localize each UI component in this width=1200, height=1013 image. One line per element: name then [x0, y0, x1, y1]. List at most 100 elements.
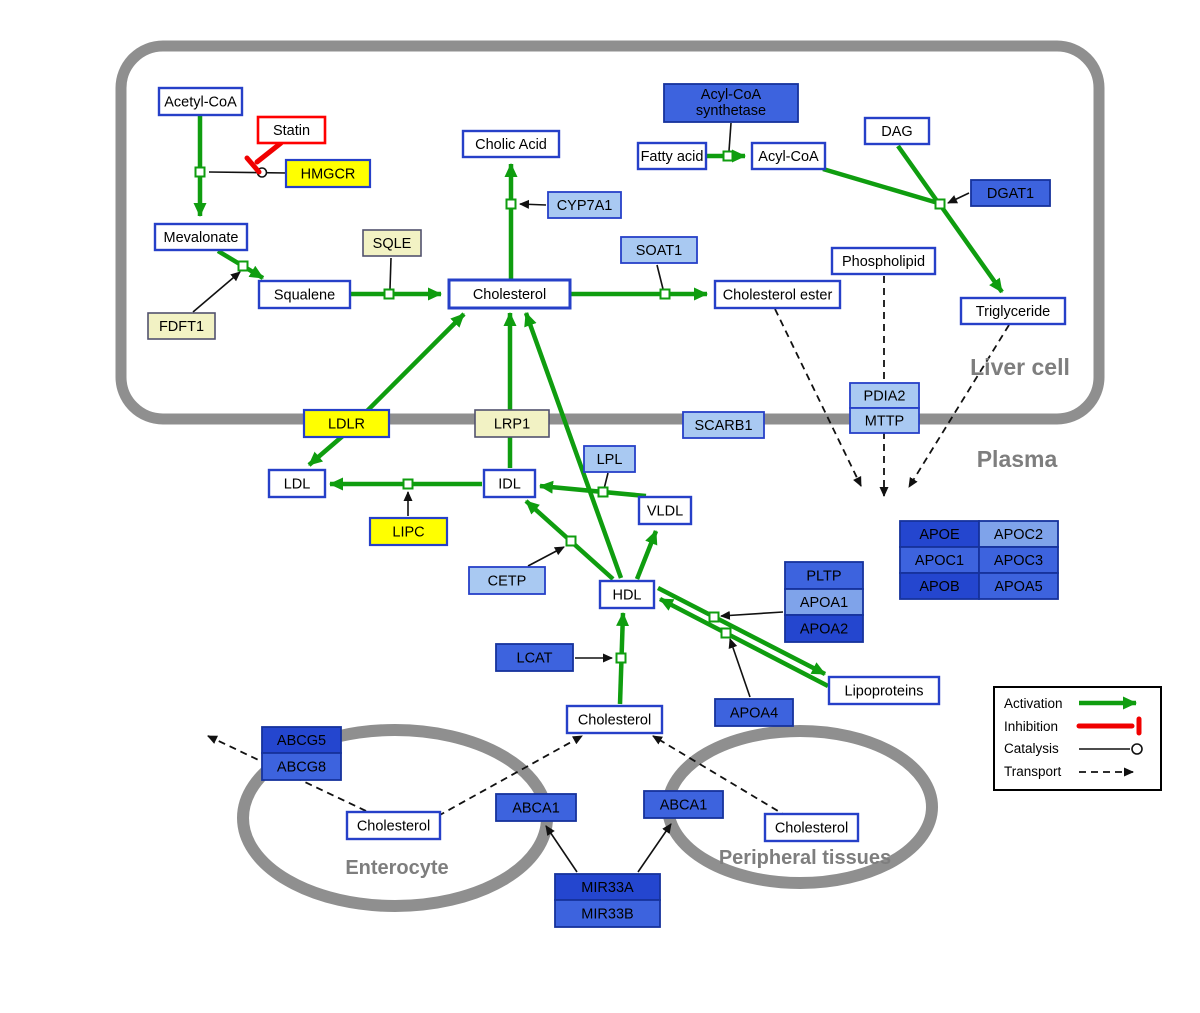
label: APOB — [919, 579, 959, 595]
label: Cholesterol — [473, 287, 546, 303]
label-line1: Acyl-CoA — [701, 87, 762, 103]
node-acyl-coa2[interactable]: Acyl-CoA — [750, 141, 827, 171]
edge-sqle-catalysis — [389, 257, 392, 290]
legend-catalysis-circle — [1131, 743, 1143, 755]
node-mir33a[interactable]: MIR33A — [554, 873, 661, 901]
edge-apoa-stack-catalysis — [720, 610, 784, 620]
box — [565, 704, 664, 735]
box — [495, 643, 574, 672]
node-ldlr[interactable]: LDLR — [302, 408, 391, 439]
node-apoe[interactable]: APOE — [899, 520, 980, 548]
node-apoa2[interactable]: APOA2 — [784, 614, 864, 643]
node-cyp7a1[interactable]: CYP7A1 — [547, 191, 622, 219]
edge-statin-inhibition — [254, 140, 284, 165]
node-statin[interactable]: Statin — [256, 115, 327, 145]
box — [849, 407, 920, 434]
node-lipoproteins[interactable]: Lipoproteins — [827, 675, 941, 706]
box — [899, 572, 980, 600]
node-abcg8[interactable]: ABCG8 — [261, 752, 342, 781]
node-abcg5[interactable]: ABCG5 — [261, 726, 342, 754]
edge-cyp7a1-catalysis — [519, 199, 547, 209]
node-hdl[interactable]: HDL — [598, 579, 656, 610]
node-cholesterol-enterocyte[interactable]: Cholesterol — [345, 810, 442, 841]
node-lpl[interactable]: LPL — [583, 445, 636, 473]
legend-inhibition-label: Inhibition — [1004, 719, 1058, 734]
label: LDLR — [328, 417, 365, 433]
node-lipc[interactable]: LIPC — [368, 516, 449, 547]
node-pdia2[interactable]: PDIA2 — [849, 382, 920, 409]
legend-activation-label: Activation — [1004, 696, 1063, 711]
label: APOA5 — [994, 579, 1042, 595]
node-fatty-acid[interactable]: Fatty acid — [636, 141, 708, 171]
box — [447, 278, 572, 310]
node-scarb1[interactable]: SCARB1 — [682, 411, 765, 439]
legend-transport-label: Transport — [1004, 764, 1062, 779]
box — [495, 793, 577, 822]
activation-edges — [193, 115, 1004, 705]
box — [620, 236, 698, 264]
node-cholesterol-liver[interactable]: Cholesterol — [447, 278, 572, 310]
box — [147, 312, 216, 340]
label: MIR33A — [581, 880, 634, 896]
node-abca1-peripheral[interactable]: ABCA1 — [643, 790, 724, 819]
node-apoa1[interactable]: APOA1 — [784, 588, 864, 616]
node-phospholipid[interactable]: Phospholipid — [830, 246, 937, 276]
node-pltp[interactable]: PLTP — [784, 561, 864, 590]
node-acetyl-coa[interactable]: Acetyl-CoA — [157, 86, 244, 117]
node-soat1[interactable]: SOAT1 — [620, 236, 698, 264]
edge-fdft1-catalysis — [192, 271, 241, 313]
label: LRP1 — [494, 417, 530, 433]
node-mevalonate[interactable]: Mevalonate — [153, 222, 249, 252]
label: APOC1 — [915, 553, 964, 569]
node-ldl[interactable]: LDL — [267, 468, 327, 499]
box — [583, 445, 636, 473]
box — [750, 141, 827, 171]
node-apob[interactable]: APOB — [899, 572, 980, 600]
box — [153, 222, 249, 252]
node-triglyceride[interactable]: Triglyceride — [959, 296, 1067, 326]
node-apoc1[interactable]: APOC1 — [899, 546, 980, 574]
label: IDL — [498, 477, 521, 493]
node-cetp[interactable]: CETP — [468, 566, 546, 595]
box — [547, 191, 622, 219]
node-fdft1[interactable]: FDFT1 — [147, 312, 216, 340]
node-hmgcr[interactable]: HMGCR — [284, 158, 372, 189]
label: APOC3 — [994, 553, 1043, 569]
label: Lipoproteins — [845, 684, 924, 700]
junction — [659, 288, 671, 300]
reaction-junctions — [194, 150, 946, 664]
edge-vldl-idl — [539, 480, 647, 499]
node-squalene[interactable]: Squalene — [257, 279, 352, 310]
node-apoa5[interactable]: APOA5 — [978, 572, 1059, 600]
box — [482, 468, 537, 499]
box — [362, 229, 422, 257]
node-idl[interactable]: IDL — [482, 468, 537, 499]
edge-apoa4-catalysis — [728, 638, 751, 698]
edge-hdl-lipoproteins — [656, 585, 827, 677]
node-apoa4[interactable]: APOA4 — [714, 698, 794, 727]
node-mir33b[interactable]: MIR33B — [554, 899, 661, 928]
node-cholesterol-plasma[interactable]: Cholesterol — [565, 704, 664, 735]
node-lrp1[interactable]: LRP1 — [474, 409, 550, 438]
node-vldl[interactable]: VLDL — [637, 495, 693, 526]
node-dag[interactable]: DAG — [863, 116, 931, 146]
node-mttp[interactable]: MTTP — [849, 407, 920, 434]
node-lcat[interactable]: LCAT — [495, 643, 574, 672]
legend: Activation Inhibition Catalysis Transpor… — [993, 686, 1162, 791]
node-cholic-acid[interactable]: Cholic Acid — [461, 129, 561, 159]
node-acyl-coa-synthetase[interactable]: Acyl-CoA synthetase — [663, 83, 799, 123]
box — [261, 726, 342, 754]
node-cholesterol-peripheral[interactable]: Cholesterol — [763, 812, 860, 843]
box — [637, 495, 693, 526]
label: Cholesterol — [357, 819, 430, 835]
node-abca1-enterocyte[interactable]: ABCA1 — [495, 793, 577, 822]
node-apoc2[interactable]: APOC2 — [978, 520, 1059, 548]
label: APOC2 — [994, 527, 1043, 543]
junction — [597, 486, 609, 498]
inhibition-edges — [244, 140, 284, 175]
node-cholesterol-ester[interactable]: Cholesterol ester — [713, 279, 842, 310]
node-dgat1[interactable]: DGAT1 — [970, 179, 1051, 207]
node-sqle[interactable]: SQLE — [362, 229, 422, 257]
node-apoc3[interactable]: APOC3 — [978, 546, 1059, 574]
